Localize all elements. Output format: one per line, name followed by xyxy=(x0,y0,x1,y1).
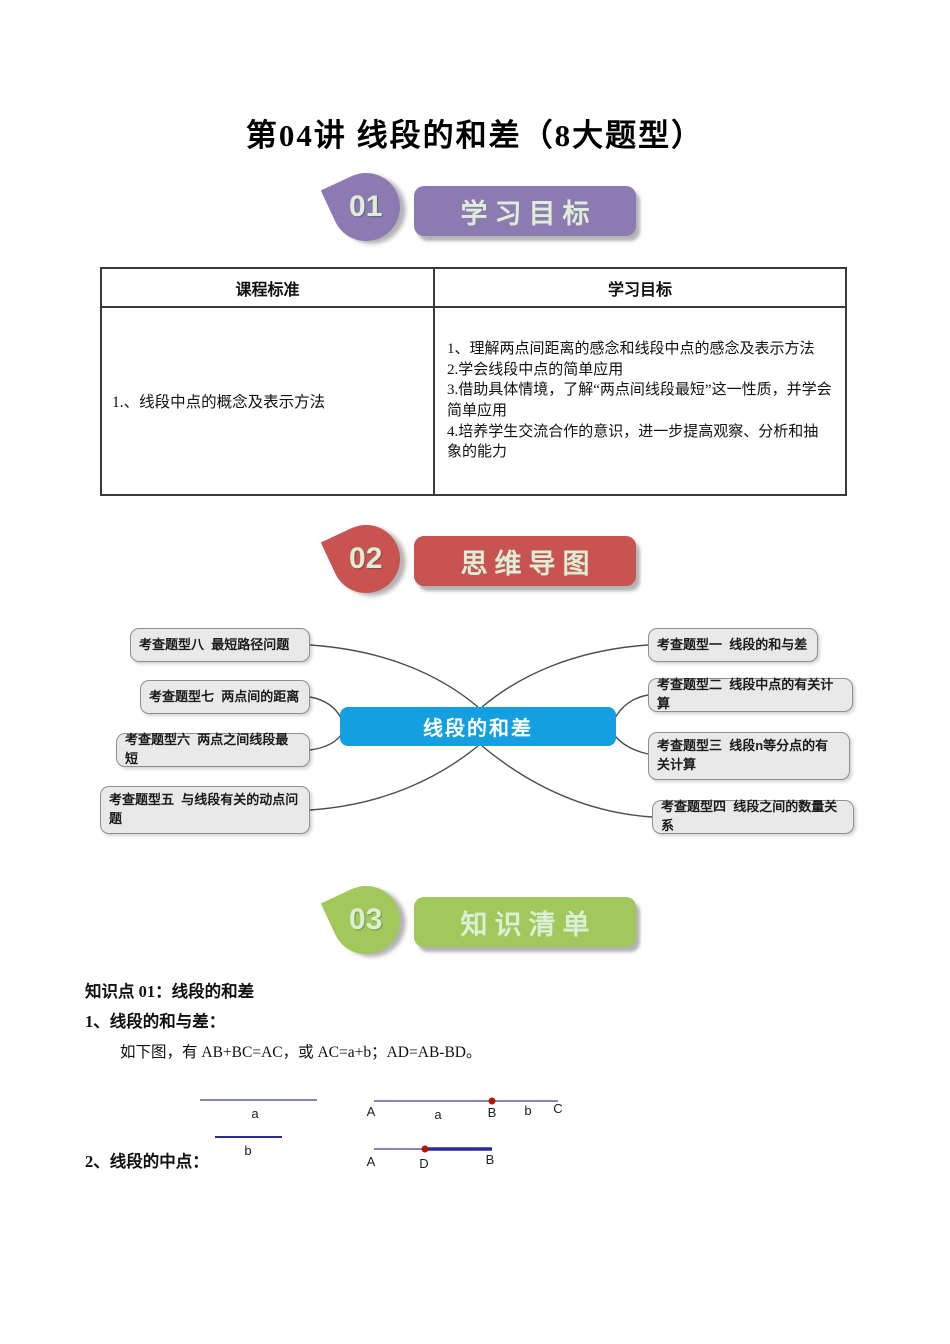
mindmap-node-type5: 考查题型五 与线段有关的动点问题 xyxy=(100,786,310,834)
knowledge-item1-text: 如下图，有 AB+BC=AC，或 AC=a+b；AD=AB-BD。 xyxy=(120,1044,482,1061)
section-number-badge: 02 xyxy=(320,513,412,605)
section-title-pill: 思维导图 xyxy=(414,536,636,586)
point-B-label: B xyxy=(486,1152,495,1167)
mindmap-node-type7: 考查题型七 两点间的距离 xyxy=(140,680,310,714)
point-D-dot xyxy=(421,1145,429,1153)
section-header-3: 03 知识清单 xyxy=(0,874,950,976)
point-B-label: B xyxy=(488,1105,497,1120)
knowledge-item1-title: 1、线段的和与差： xyxy=(85,1012,226,1031)
segment-BC-b-label: b xyxy=(524,1103,531,1118)
objective-item: 2.学会线段中点的简单应用 xyxy=(447,361,624,378)
section-number: 03 xyxy=(349,903,383,936)
section-title-pill: 知识清单 xyxy=(414,897,636,947)
segment-diagrams: a b A a B b C A D B xyxy=(200,1097,563,1171)
objective-item: 3.借助具体情境，了解“两点间线段最短”这一性质，并学会简单应用 xyxy=(447,382,832,419)
mindmap-connector-lines xyxy=(309,644,653,818)
objective-item: 1、理解两点间距离的感念和线段中点的感念及表示方法 xyxy=(447,340,815,357)
point-B-dot xyxy=(488,1097,496,1105)
point-A-label: A xyxy=(367,1154,376,1169)
section-title: 知识清单 xyxy=(460,909,597,940)
table-header-objective: 学习目标 xyxy=(607,282,672,299)
section-number-badge: 01 xyxy=(320,161,412,253)
mindmap-center-node: 线段的和差 xyxy=(340,707,616,746)
mindmap-node-type8: 考查题型八 最短路径问题 xyxy=(130,628,310,662)
table-header-standard: 课程标准 xyxy=(102,269,435,306)
objectives-table: 课程标准 学习目标 1.、线段中点的概念及表示方法 1、理解两点间距离的感念和线… xyxy=(100,267,847,496)
point-C-label: C xyxy=(553,1101,562,1116)
mindmap-node-type1: 考查题型一 线段的和与差 xyxy=(648,628,818,662)
cell-learning-objectives: 1、理解两点间距离的感念和线段中点的感念及表示方法 2.学会线段中点的简单应用 … xyxy=(435,308,845,494)
table-header-row: 课程标准 学习目标 xyxy=(102,269,845,308)
mindmap: 考查题型八 最短路径问题 考查题型七 两点间的距离 考查题型六 两点之间线段最短… xyxy=(0,615,950,860)
section-title-pill: 学习目标 xyxy=(414,186,636,236)
section-number-badge: 03 xyxy=(320,874,412,966)
segment-b-label: b xyxy=(244,1143,251,1158)
section-header-2: 02 思维导图 xyxy=(0,513,950,615)
segment-AB-a-label: a xyxy=(434,1107,442,1122)
mindmap-node-type2: 考查题型二 线段中点的有关计算 xyxy=(648,677,853,712)
segment-a-label: a xyxy=(251,1106,259,1121)
page-title: 第04讲 线段的和差（8大题型） xyxy=(245,118,705,153)
mindmap-node-type3: 考查题型三 线段n等分点的有关计算 xyxy=(648,732,850,780)
cell-course-standard: 1.、线段中点的概念及表示方法 xyxy=(102,308,435,494)
mindmap-node-type6: 考查题型六 两点之间线段最短 xyxy=(116,732,310,767)
objective-item: 4.培养学生交流合作的意识，进一步提高观察、分析和抽象的能力 xyxy=(447,423,819,461)
table-body-row: 1.、线段中点的概念及表示方法 1、理解两点间距离的感念和线段中点的感念及表示方… xyxy=(102,308,845,494)
knowledge-item2-title: 2、线段的中点： xyxy=(85,1152,209,1171)
point-A-label: A xyxy=(367,1104,376,1119)
point-D-label: D xyxy=(419,1156,428,1171)
mindmap-node-type4: 考查题型四 线段之间的数量关系 xyxy=(652,799,854,834)
section-title: 学习目标 xyxy=(460,198,597,229)
knowledge-point-title: 知识点 01：线段的和差 xyxy=(85,982,255,1001)
section-title: 思维导图 xyxy=(460,548,597,579)
section-header-1: 01 学习目标 xyxy=(0,161,950,263)
section-number: 02 xyxy=(349,542,383,575)
section-number: 01 xyxy=(349,190,383,223)
